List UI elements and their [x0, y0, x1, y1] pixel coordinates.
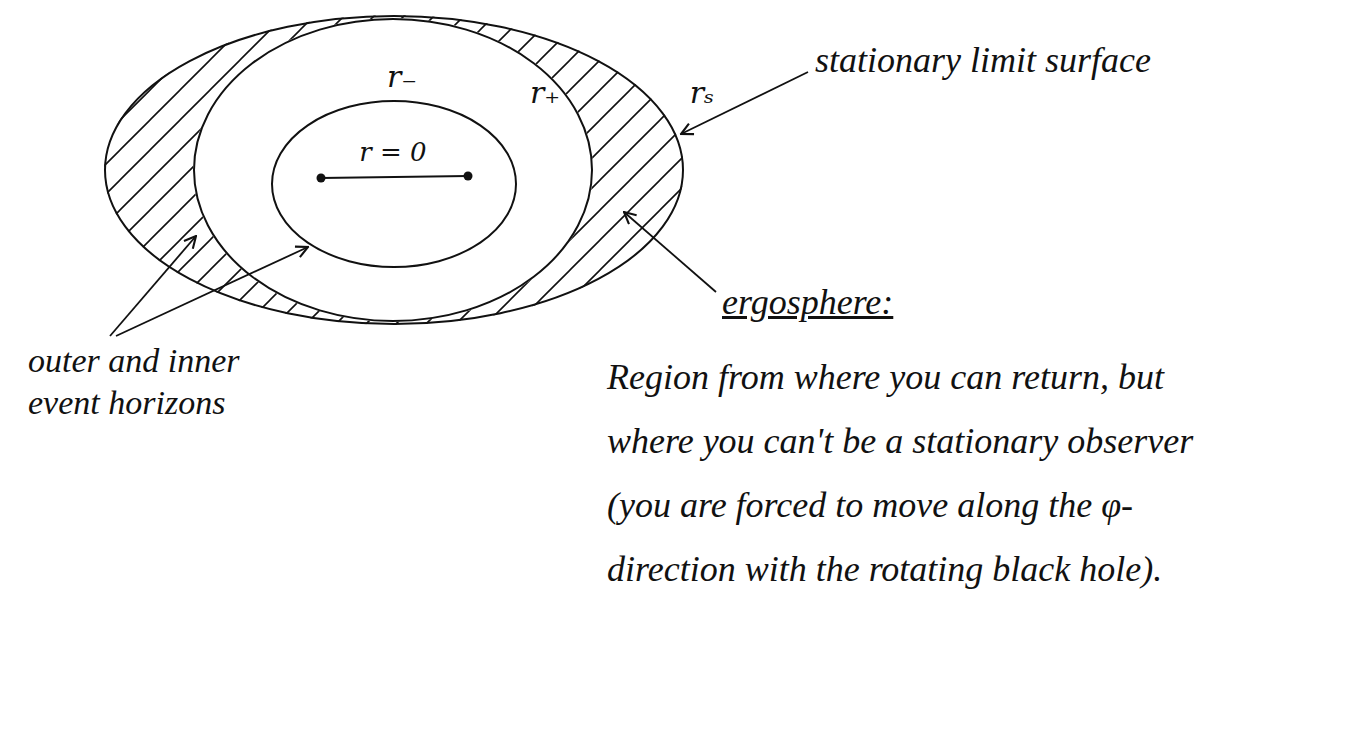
ring-singularity [321, 176, 468, 178]
node-label: r₊ [530, 75, 560, 110]
node-label: rₛ [690, 75, 714, 110]
leader-arrow [681, 72, 808, 134]
outer-horizon-ellipse [194, 19, 592, 321]
leader-arrow [116, 247, 308, 336]
inner-horizon-ellipse [271, 100, 517, 268]
node-label: r₋ [387, 59, 417, 94]
note-text: Region from where you can return, but wh… [607, 345, 1197, 601]
stationary-limit-ellipse: r₋r = 0r₊rₛ [104, 15, 684, 325]
stationary-limit-ellipse [105, 16, 683, 324]
ergosphere-hatching [104, 15, 684, 325]
annotation-label: stationary limit surface [815, 38, 1151, 82]
inner-horizon-ellipse [272, 101, 516, 267]
singularity-end-dot [317, 174, 326, 183]
singularity-end-dot [464, 172, 473, 181]
heading-label: ergosphere: [722, 280, 893, 324]
singularity-label: r = 0 [359, 137, 426, 167]
annotation-label: outer and inner event horizons [28, 340, 298, 424]
leader-arrow [110, 236, 196, 336]
inner-horizon-ellipse: r₋r = 0 [271, 100, 517, 268]
outer-horizon-ellipse: r₋r = 0r₊ [193, 18, 593, 322]
